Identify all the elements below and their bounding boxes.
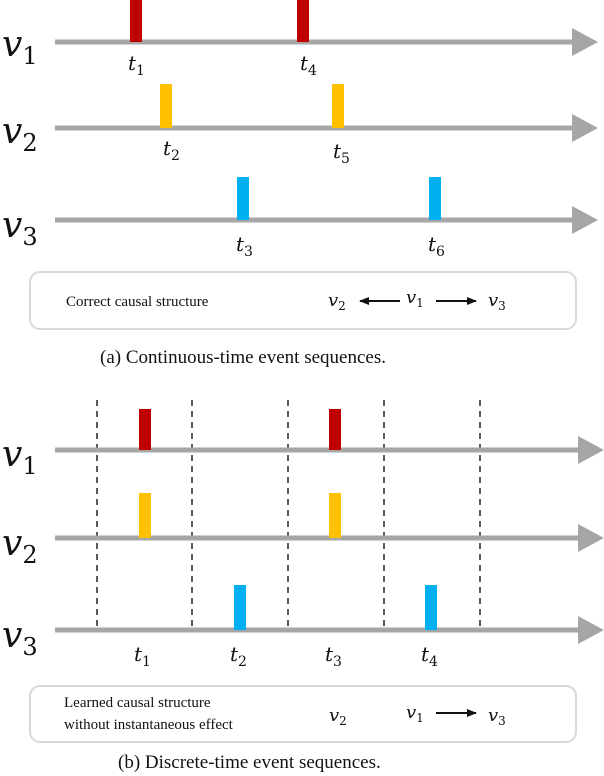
event-marker — [234, 585, 246, 630]
event-time-label: t6 — [428, 232, 445, 260]
timeline-arrowhead — [572, 206, 598, 234]
causal-structure-box-b: Learned causal structure without instant… — [29, 685, 577, 743]
caption-b: (b) Discrete-time event sequences. — [118, 752, 381, 773]
row-variable-label: v1 — [2, 24, 38, 70]
timeline-arrowhead — [572, 28, 598, 56]
event-time-label: t5 — [333, 139, 350, 167]
structure-node-v2: v2 — [328, 290, 346, 313]
slot-label-t1: t1 — [134, 642, 151, 670]
event-time-label: t2 — [163, 136, 180, 164]
panel-a-row-v1: v1 t1 t4 — [2, 0, 598, 79]
row-variable-label: v1 — [2, 434, 38, 480]
event-time-label: t4 — [300, 51, 317, 79]
event-marker — [139, 493, 151, 538]
slot-labels: t1 t2 t3 t4 — [134, 642, 438, 670]
slot-label-t3: t3 — [325, 642, 342, 670]
timeline-arrowhead — [578, 436, 604, 464]
event-marker-t4 — [297, 0, 309, 42]
row-variable-label: v2 — [2, 523, 38, 569]
box-description-line2: without instantaneous effect — [64, 717, 234, 733]
event-marker-t5 — [332, 84, 344, 128]
panel-a: v1 t1 t4 v2 t2 t5 v3 t3 t6 — [2, 0, 598, 368]
event-marker-t3 — [237, 177, 249, 220]
row-variable-label: v3 — [2, 205, 38, 251]
event-marker — [329, 409, 341, 450]
panel-b-row-v2: v2 — [2, 493, 604, 569]
structure-node-v2: v2 — [329, 705, 347, 728]
box-description-line1: Learned causal structure — [64, 695, 211, 711]
structure-node-v1: v1 — [406, 287, 424, 310]
event-time-label: t3 — [236, 232, 253, 260]
timeline-arrowhead — [578, 524, 604, 552]
structure-node-v3: v3 — [488, 705, 506, 728]
timeline-arrowhead — [572, 114, 598, 142]
event-marker — [425, 585, 437, 630]
panel-b: v1 v2 v3 t1 t2 t3 t4 — [2, 400, 604, 773]
box-frame — [29, 271, 577, 330]
event-marker-t2 — [160, 84, 172, 128]
row-variable-label: v3 — [2, 615, 38, 661]
structure-node-v1: v1 — [406, 702, 424, 725]
panel-a-row-v2: v2 t2 t5 — [2, 84, 598, 167]
event-marker — [139, 409, 151, 450]
panel-a-row-v3: v3 t3 t6 — [2, 177, 598, 260]
event-marker-t1 — [130, 0, 142, 42]
slot-label-t4: t4 — [421, 642, 438, 670]
caption-a: (a) Continuous-time event sequences. — [100, 347, 386, 368]
slot-label-t2: t2 — [230, 642, 247, 670]
box-description: Correct causal structure — [66, 294, 209, 310]
structure-node-v3: v3 — [488, 290, 506, 313]
panel-b-row-v1: v1 — [2, 409, 604, 480]
event-marker-t6 — [429, 177, 441, 220]
timeline-arrowhead — [578, 616, 604, 644]
time-slot-dividers — [96, 400, 481, 630]
event-time-label: t1 — [128, 51, 145, 79]
event-marker — [329, 493, 341, 538]
causal-structure-box-a: Correct causal structure v2 v1 v3 — [29, 271, 577, 330]
row-variable-label: v2 — [2, 111, 38, 157]
panel-b-row-v3: v3 — [2, 585, 604, 661]
box-frame — [29, 685, 577, 743]
